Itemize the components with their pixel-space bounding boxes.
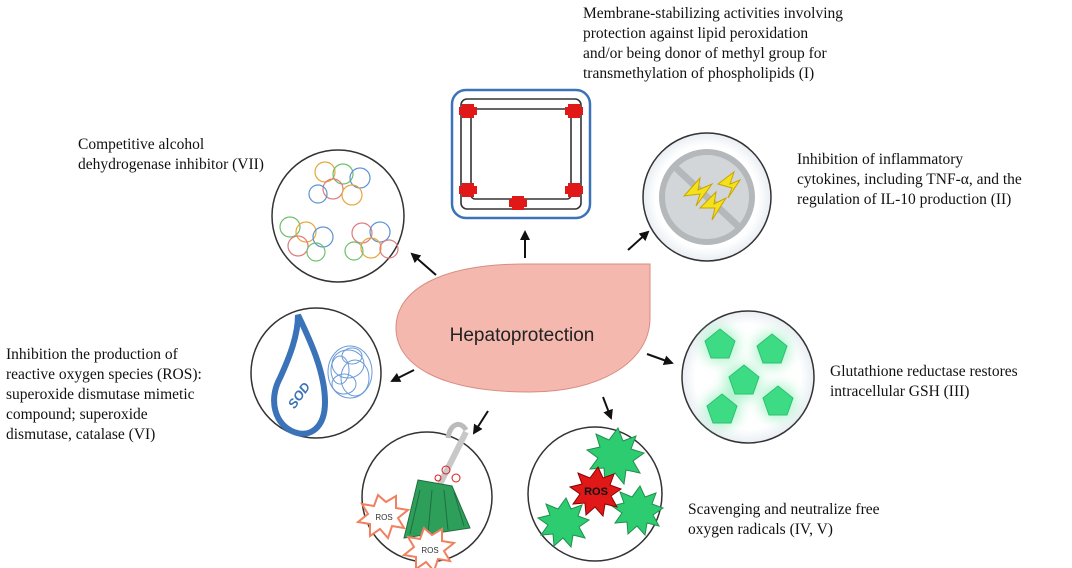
hepatoprotection-drop	[395, 263, 651, 393]
arrow-to-broom	[472, 410, 489, 435]
label-I: Membrane-stabilizing activities involvin…	[583, 5, 843, 82]
arrow-to-II	[627, 230, 650, 251]
broom-ros-icon: ROS ROS	[355, 421, 493, 568]
cytokine-inhibition-icon	[642, 132, 772, 262]
arrow-to-IV	[602, 396, 613, 420]
svg-text:ROS: ROS	[421, 546, 438, 555]
membrane-icon	[450, 88, 592, 220]
arrow-to-III	[646, 353, 674, 365]
arrows	[390, 230, 674, 435]
ros-scavenging-icon: ROS	[527, 426, 665, 562]
green-star-1	[585, 426, 646, 486]
red-ros-star	[568, 466, 623, 518]
ros-label-center: ROS	[584, 486, 608, 498]
ros-burst-1: ROS	[355, 493, 411, 540]
glutathione-icon	[681, 310, 815, 444]
alcohol-dehydrogenase-icon	[271, 149, 405, 283]
arrow-to-VII	[410, 252, 437, 276]
ros-burst-2: ROS	[401, 526, 457, 568]
sod-icon: SOD	[250, 307, 382, 439]
svg-text:ROS: ROS	[375, 513, 392, 522]
green-star-3	[536, 497, 591, 549]
arrow-to-VI	[390, 369, 415, 382]
center-label: Hepatoprotection	[450, 325, 595, 346]
green-star-2	[610, 485, 665, 537]
